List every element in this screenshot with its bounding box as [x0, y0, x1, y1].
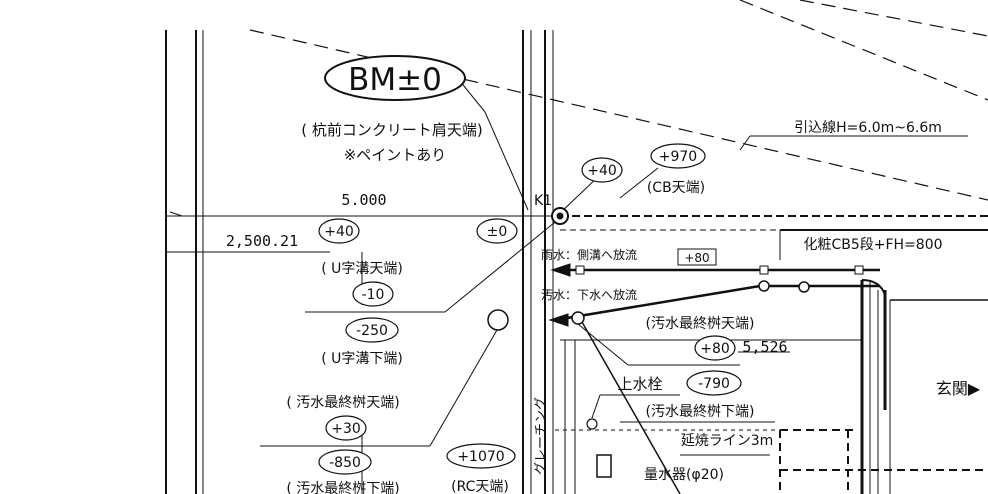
k1-label: K1 — [534, 193, 552, 209]
sewage-bottom-left-label: ( 汚水最終桝下端) — [286, 481, 399, 494]
sewage-top-right-label: (汚水最終桝天端) — [646, 316, 755, 332]
bm-note-1: ( 杭前コンクリート肩天端) — [301, 121, 482, 139]
water-meter-label: 量水器(φ20) — [644, 467, 724, 483]
bm-title: BM±0 — [348, 62, 442, 98]
dim-5526: 5,526 — [742, 338, 787, 356]
u-gutter-top-label: ( U字溝天端) — [321, 261, 403, 277]
rain-discharge-label: 雨水：側溝へ放流 — [541, 247, 637, 262]
hikikomi-label: 引込線H=6.0m~6.6m — [794, 120, 942, 136]
level-plus40-top: +40 — [587, 163, 617, 179]
level-minus10: -10 — [362, 287, 385, 303]
makeup-cb-label: 化粧CB5段+FH=800 — [803, 237, 942, 253]
level-plus80-circle: +80 — [700, 341, 730, 357]
grating-label: グレーチング — [534, 397, 549, 475]
level-minus250: -250 — [356, 323, 388, 339]
rc-top-label: (RC天端) — [451, 479, 509, 494]
cb-top-label: (CB天端) — [647, 180, 705, 196]
level-plus40-left: +40 — [324, 224, 354, 240]
sewage-bottom-right-label: (汚水最終桝下端) — [646, 404, 755, 420]
u-gutter-bottom-label: ( U字溝下端) — [321, 351, 403, 367]
dim-2500: 2,500.21 — [226, 232, 298, 250]
hydrant-label: 上水栓 — [617, 375, 662, 393]
level-plus30: +30 — [331, 421, 361, 437]
level-plus1070: +1070 — [457, 449, 504, 465]
level-minus850: -850 — [329, 455, 361, 471]
entrance-label: 玄関▶ — [936, 379, 981, 398]
level-plus970: +970 — [659, 149, 697, 165]
level-pm0: ±0 — [487, 224, 508, 240]
level-plus80-box: +80 — [684, 251, 709, 265]
sewage-top-left-label: ( 汚水最終桝天端) — [286, 395, 399, 411]
bm-note-2: ※ペイントあり — [344, 146, 447, 164]
fire-line-label: 延焼ライン3m — [681, 433, 774, 449]
linework — [165, 0, 988, 494]
sewage-discharge-label: 汚水：下水へ放流 — [541, 287, 637, 302]
dim-5000: 5.000 — [341, 191, 386, 209]
level-minus790: -790 — [698, 376, 730, 392]
